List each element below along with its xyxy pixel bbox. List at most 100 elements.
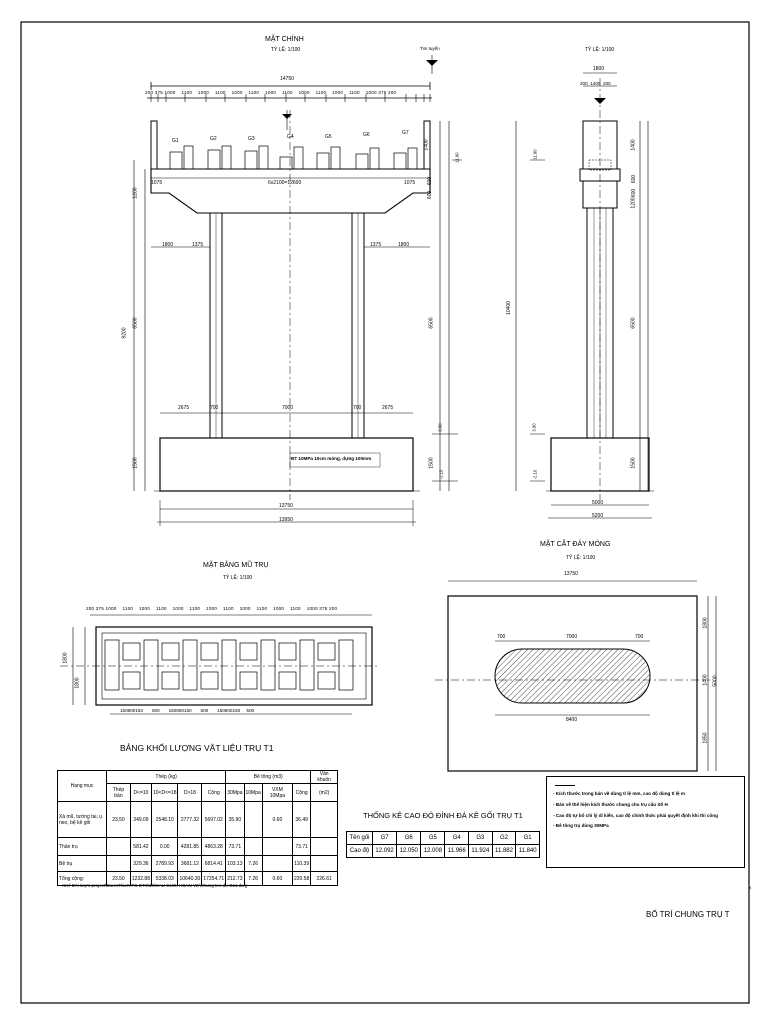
bearing-label-g3: G3 xyxy=(248,136,255,142)
footing-note: BT 10MPa 10cm móng, dựng 100mm xyxy=(291,456,372,461)
side-total-height: 10400 xyxy=(505,301,512,315)
cap-plan xyxy=(60,614,380,715)
qt-sub-header: D>18 xyxy=(177,783,203,802)
level-mark-1: 11.90 xyxy=(454,152,460,163)
left-dim-base: 1500 xyxy=(132,457,139,469)
table-cell: G7 xyxy=(372,831,398,845)
footing-plan-right-dim-3: 1850 xyxy=(702,732,709,744)
cap-plan-scale: TỶ LỆ: 1/100 xyxy=(223,575,253,581)
table-cell xyxy=(243,837,263,856)
table-cell: 110.39 xyxy=(291,855,312,872)
axis-label: Tim tuyến xyxy=(420,46,440,51)
footing-plan-width: 13750 xyxy=(564,571,578,577)
side-footing-dim-2: 5200 xyxy=(592,513,604,519)
bearing-label-g2: G2 xyxy=(210,136,217,142)
cap-plan-top-dims: 200 375 1000 1100 1000 1100 1000 1100 10… xyxy=(86,606,338,611)
bearing-label-g1: G1 xyxy=(172,138,179,144)
elevation-table: Tên gối G7 G6 G5 G4 G3 G2 G1 Cao độ 12.0… xyxy=(345,831,540,858)
footing-plan-right-dim-4: 5000 xyxy=(712,675,719,687)
base-dim-5: 2675 xyxy=(382,405,394,411)
table-cell: 12.008 xyxy=(420,844,446,858)
quantity-table-title: BẢNG KHỐI LƯỢNG VẬT LIỆU TRỤ T1 xyxy=(120,743,274,753)
table-row: Cao độ 12.092 12.050 12.008 11.966 11.92… xyxy=(345,844,540,858)
right-dim-3: 600 xyxy=(427,190,434,200)
qt-header-item: Hạng mục xyxy=(57,770,107,802)
front-elevation xyxy=(133,55,462,526)
table-cell: Tên gối xyxy=(345,831,374,845)
table-cell: 11.882 xyxy=(491,844,517,858)
qt-header-steel: Thép (kg) xyxy=(105,770,227,784)
table-cell: 73.71 xyxy=(291,837,312,856)
table-cell: 36.49 xyxy=(291,801,312,838)
cap-dim-left: 1075 xyxy=(151,180,163,186)
table-cell: 220.58 xyxy=(291,871,312,886)
bearing-label-g6: G6 xyxy=(363,132,370,138)
side-dim-1: 1800 xyxy=(593,66,605,72)
footing-plan-dim-2: 7000 xyxy=(566,634,578,640)
side-elevation xyxy=(515,72,654,519)
notes-box: - Kích thước trong bản vẽ dùng tỉ lệ mm,… xyxy=(546,776,745,868)
side-right-dim-4: 1200 xyxy=(630,197,637,209)
qt-header-formwork: Ván khuôn xyxy=(310,770,338,784)
table-cell: 0.60 xyxy=(261,801,293,838)
table-cell xyxy=(106,855,131,872)
table-cell: Thân trụ xyxy=(57,837,107,856)
table-cell: Cao độ xyxy=(345,844,374,858)
svg-text:×: × xyxy=(748,886,752,892)
table-cell: 7.26 xyxy=(243,871,263,886)
table-cell: 349.09 xyxy=(129,801,152,838)
side-right-dim-3: 600 xyxy=(631,188,638,198)
elevation-table-title: THỐNG KÊ CAO ĐỘ ĐỈNH ĐÁ KÊ GỐI TRỤ T1 xyxy=(363,811,523,820)
cap-plan-title: MẶT BẰNG MŨ TRỤ xyxy=(203,562,269,569)
qt-header-concrete: Bê tông (m3) xyxy=(225,770,312,784)
footing-plan-dim-3: 700 xyxy=(635,634,644,640)
table-cell: 11.840 xyxy=(515,844,540,858)
cap-plan-left-dim-1: 1800 xyxy=(62,652,69,664)
elevation-scale: TỶ LỆ: 1/100 xyxy=(271,47,301,53)
drawing-title: BỐ TRÍ CHUNG TRỤ T xyxy=(646,910,730,919)
side-right-dim-6: 1500 xyxy=(630,457,637,469)
table-cell: G2 xyxy=(491,831,517,845)
table-cell: 1232.88 xyxy=(129,871,152,886)
elevation-title: MẶT CHÍNH xyxy=(265,36,304,43)
qt-sub-header: D<=10 xyxy=(129,783,152,802)
table-cell: G6 xyxy=(396,831,422,845)
quantity-table: Hạng mục Thép (kg) Bê tông (m3) Ván khuô… xyxy=(57,770,338,886)
table-cell: 226.61 xyxy=(310,871,338,886)
level-mark-3: -2.10 xyxy=(438,469,444,480)
left-dim-cap: 1200 xyxy=(132,187,139,199)
footing-plan-dim-1: 700 xyxy=(497,634,506,640)
table-cell: 73.71 xyxy=(225,837,245,856)
xref-file-path: Xref D:\Hiep's project\DuAnThietVTC-DT3\… xyxy=(62,883,248,888)
qt-sub-header: Cộng xyxy=(291,783,312,802)
footing-plan-right-dim-2: 1400 xyxy=(702,674,709,686)
table-cell: G1 xyxy=(515,831,540,845)
table-cell: Bệ trụ xyxy=(57,855,107,872)
table-cell: 11.966 xyxy=(444,844,470,858)
qt-sub-header: Cộng xyxy=(201,783,227,802)
table-cell xyxy=(261,855,293,872)
qt-sub-header: 10Mpa xyxy=(243,783,263,802)
table-cell: 11.924 xyxy=(468,844,493,858)
col-dim-3: 1375 xyxy=(370,242,382,248)
note-item: - Bản vẽ thể hiện kích thước chung cho t… xyxy=(553,801,668,807)
table-cell: 0.00 xyxy=(150,837,179,856)
note-item: - Bê tông trụ dùng 30MPa xyxy=(553,823,609,829)
footing-plan-title: MẶT CẮT ĐÁY MÓNG xyxy=(540,541,611,548)
table-row: Bệ trụ 329.36 2789.93 3681.12 6814.41 10… xyxy=(57,855,338,872)
table-cell: 4863.28 xyxy=(201,837,227,856)
left-dim-total: 9200 xyxy=(121,327,128,339)
elevation-total-width: 14750 xyxy=(280,76,294,82)
footing-plan xyxy=(435,580,717,772)
table-row: Tên gối G7 G6 G5 G4 G3 G2 G1 xyxy=(345,831,540,845)
qt-sub-header: (m2) xyxy=(310,783,338,802)
note-item: - Kích thước trong bản vẽ dùng tỉ lệ mm,… xyxy=(553,791,685,796)
table-row: Thân trụ 581.42 0.00 4281.85 4863.28 73.… xyxy=(57,837,338,856)
table-cell: Tổng cộng: xyxy=(57,871,107,886)
table-cell: 2789.93 xyxy=(150,855,179,872)
footing-plan-inner-width: 8400 xyxy=(566,717,578,723)
right-dim-5: 1500 xyxy=(428,457,435,469)
table-cell: 581.42 xyxy=(129,837,152,856)
base-dim-3: 7000 xyxy=(282,405,294,411)
